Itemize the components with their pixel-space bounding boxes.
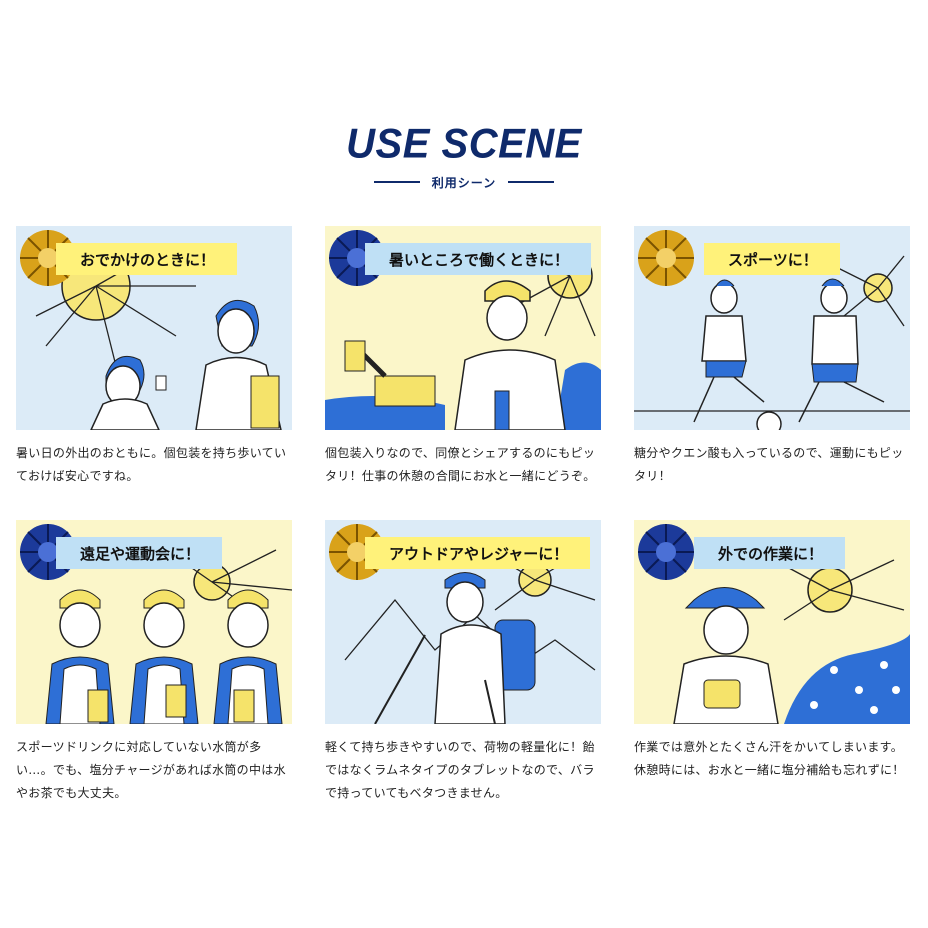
scene-illustration: アウトドアやレジャーに！ (325, 520, 601, 724)
scene-description: 個包装入りなので、同僚とシェアするのにもピッタリ！仕事の休憩の合間にお水と一緒に… (325, 446, 596, 483)
scene-description: 作業では意外とたくさん汗をかいてしまいます。休憩時には、お水と一緒に塩分補給も忘… (634, 740, 905, 777)
subtitle-row: 利用シーン (0, 173, 928, 191)
scene-banner: おでかけのときに！ (56, 243, 238, 275)
scene-illustration: スポーツに！ (634, 226, 910, 430)
gold-pompom-icon (638, 230, 694, 286)
scene-description: スポーツドリンクに対応していない水筒が多い…。でも、塩分チャージがあれば水筒の中… (16, 740, 286, 800)
scene-banner: 暑いところで働くときに！ (365, 243, 592, 275)
page-title: USE SCENE (346, 120, 582, 168)
divider-left (373, 181, 420, 183)
scene-banner: スポーツに！ (704, 243, 840, 275)
scene-banner: 外での作業に！ (694, 537, 846, 569)
scene-card-sports: スポーツに！ 糖分やクエン酸も入っているので、運動にもピッタリ！ (618, 226, 910, 483)
scene-illustration: 遠足や運動会に！ (16, 520, 292, 724)
scene-banner: アウトドアやレジャーに！ (365, 537, 591, 569)
navy-pompom-icon (638, 524, 694, 580)
scene-description: 糖分やクエン酸も入っているので、運動にもピッタリ！ (634, 446, 904, 483)
page-subtitle: 利用シーン (431, 175, 497, 190)
scene-card-outdoor-work: 外での作業に！ 作業では意外とたくさん汗をかいてしまいます。休憩時には、お水と一… (618, 520, 910, 777)
scene-description: 軽くて持ち歩きやすいので、荷物の軽量化に！飴ではなくラムネタイプのタブレットなの… (325, 740, 595, 800)
scene-illustration: おでかけのときに！ (16, 226, 292, 430)
scene-illustration: 暑いところで働くときに！ (325, 226, 601, 430)
scene-card-hot-work: 暑いところで働くときに！ 個包装入りなので、同僚とシェアするのにもピッタリ！仕事… (309, 226, 601, 483)
scene-card-field-trip: 遠足や運動会に！ スポーツドリンクに対応していない水筒が多い…。でも、塩分チャー… (0, 520, 292, 800)
scene-illustration: 外での作業に！ (634, 520, 910, 724)
scene-description: 暑い日の外出のおともに。個包装を持ち歩いていておけば安心ですね。 (16, 446, 287, 483)
scene-banner: 遠足や運動会に！ (56, 537, 223, 569)
scene-card-outing: おでかけのときに！ 暑い日の外出のおともに。個包装を持ち歩いていておけば安心です… (0, 226, 292, 483)
divider-right (508, 181, 555, 183)
scene-card-outdoor: アウトドアやレジャーに！ 軽くて持ち歩きやすいので、荷物の軽量化に！飴ではなくラ… (309, 520, 601, 800)
